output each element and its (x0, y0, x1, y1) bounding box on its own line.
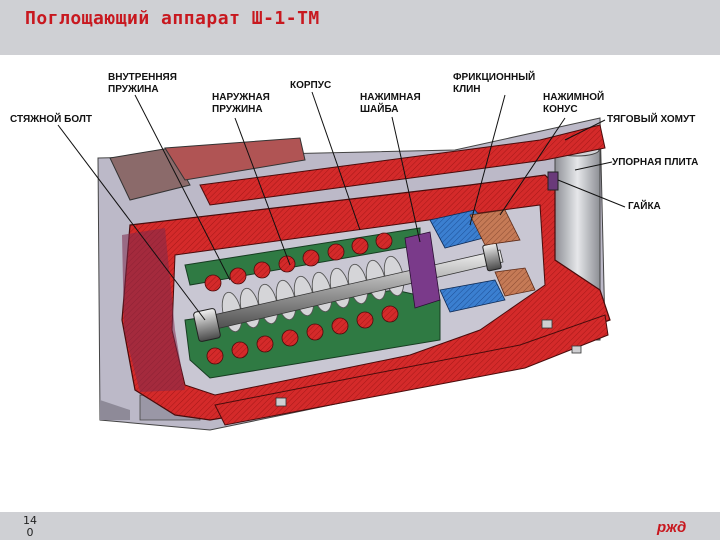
label-tie-bolt: СТЯЖНОЙ БОЛТ (10, 114, 92, 125)
label-draft-yoke: ТЯГОВЫЙ ХОМУТ (607, 114, 696, 125)
pressure-washer (404, 231, 441, 309)
rzd-logo: ржд (655, 518, 693, 541)
yoke-rivets (275, 319, 582, 407)
footer-bar (0, 512, 720, 540)
leader-lines (57, 91, 626, 321)
nut (547, 171, 559, 191)
svg-text:ржд: ржд (656, 519, 686, 536)
label-housing: КОРПУС (290, 80, 332, 91)
outer-spring (204, 232, 399, 365)
header-bar (0, 0, 720, 55)
label-nut: ГАЙКА (628, 201, 661, 212)
label-thrust-plate: УПОРНАЯ ПЛИТА (612, 157, 699, 168)
pressure-cone (469, 209, 536, 297)
page-title: Поглощающий аппарат Ш-1-ТМ (25, 8, 320, 29)
